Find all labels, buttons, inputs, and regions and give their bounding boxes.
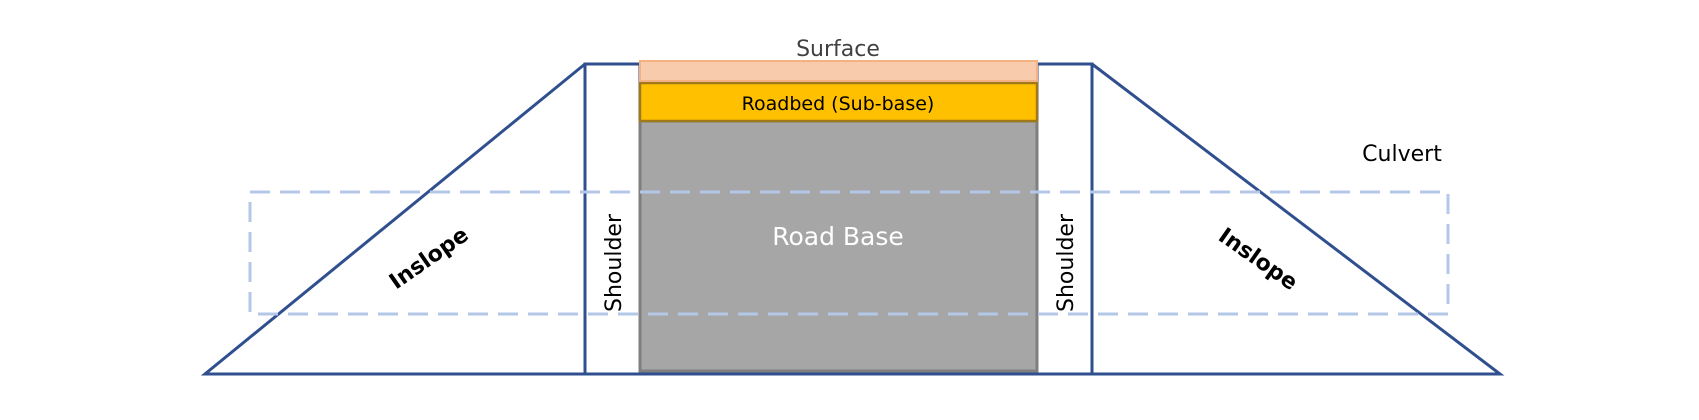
roadbed-shape bbox=[638, 81, 1039, 123]
culvert-label: Culvert bbox=[1362, 142, 1442, 167]
roadbed-label: Roadbed (Sub-base) bbox=[742, 93, 935, 115]
inslope-right-label: Inslope bbox=[1214, 224, 1302, 296]
surface-label: Surface bbox=[796, 37, 880, 62]
road-base-label: Road Base bbox=[772, 222, 904, 251]
inslope-left-shape bbox=[200, 62, 586, 376]
surface-shape bbox=[639, 60, 1038, 82]
inslope-right-shape bbox=[1091, 62, 1505, 376]
shoulder-left-label: Shoulder bbox=[602, 213, 627, 312]
shoulder-right-label: Shoulder bbox=[1054, 213, 1079, 312]
inslope-left-label: Inslope bbox=[385, 223, 473, 295]
